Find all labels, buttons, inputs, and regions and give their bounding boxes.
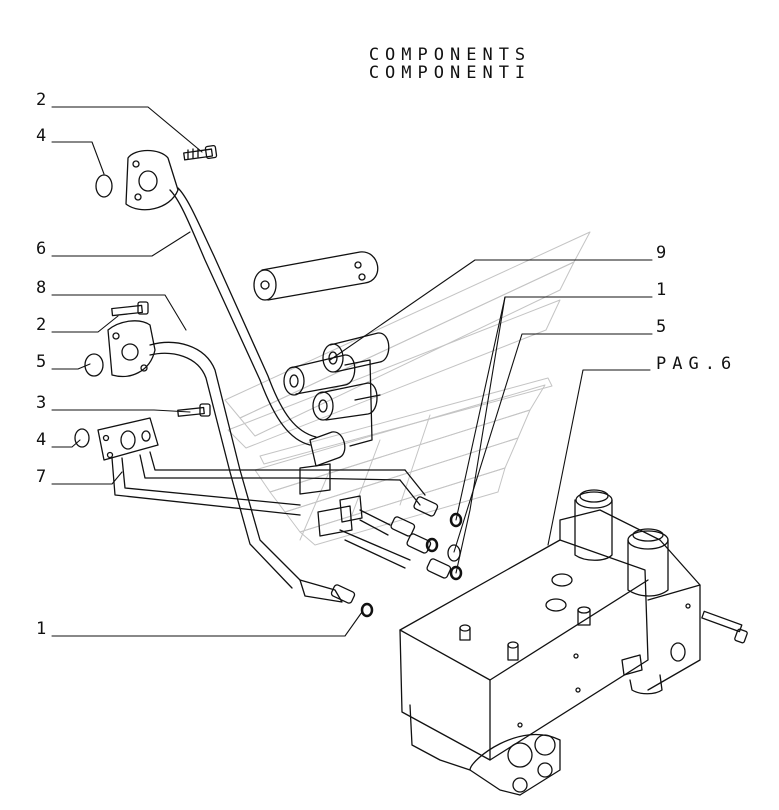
callout-8: 8 bbox=[36, 278, 47, 298]
watermark-logo bbox=[224, 231, 591, 546]
tube-part-8 bbox=[107, 320, 356, 604]
leader-6 bbox=[51, 231, 191, 257]
o-ring-part-4-mid bbox=[74, 428, 90, 448]
callout-page-reference: PAG.6 bbox=[656, 354, 738, 374]
leader-9 bbox=[329, 259, 653, 361]
flange-tube-part-7 bbox=[97, 417, 426, 569]
leader-lines bbox=[51, 106, 653, 637]
callout-5-left: 5 bbox=[36, 352, 47, 372]
callout-6: 6 bbox=[36, 239, 47, 259]
leader-1-right bbox=[455, 296, 653, 521]
leader-5-right bbox=[453, 333, 653, 553]
callout-2-mid: 2 bbox=[36, 315, 47, 335]
leader-7 bbox=[51, 471, 123, 485]
leader-3 bbox=[51, 409, 191, 413]
screw-part-2-mid bbox=[111, 301, 149, 317]
tee-fitting-upper bbox=[299, 431, 346, 495]
leader-4-mid bbox=[51, 439, 81, 448]
callout-1-bottom: 1 bbox=[36, 619, 47, 639]
callout-2-top: 2 bbox=[36, 90, 47, 110]
leader-2-mid bbox=[51, 315, 119, 333]
leader-4-top bbox=[51, 141, 105, 175]
leader-8 bbox=[51, 294, 187, 331]
o-ring-part-5-right bbox=[447, 544, 461, 562]
tee-fitting-lower bbox=[317, 495, 363, 537]
leader-1-bottom bbox=[51, 611, 363, 637]
page-subtitle: COMPONENTI bbox=[368, 63, 532, 83]
callout-5-right: 5 bbox=[656, 317, 667, 337]
callout-9: 9 bbox=[656, 243, 667, 263]
callout-4-top: 4 bbox=[36, 126, 47, 146]
page-title: COMPONENTS bbox=[368, 45, 532, 65]
callout-4-mid: 4 bbox=[36, 430, 47, 450]
sleeve-part-9 bbox=[253, 251, 379, 301]
leader-2-top bbox=[51, 106, 203, 153]
screw-part-3 bbox=[177, 403, 211, 417]
screw-part-2-top bbox=[183, 144, 218, 161]
pilot-valve-block bbox=[283, 332, 390, 447]
leader-5-left bbox=[51, 363, 91, 370]
callout-1-right: 1 bbox=[656, 280, 667, 300]
o-rings-part-1 bbox=[360, 512, 463, 618]
callout-3: 3 bbox=[36, 393, 47, 413]
callout-7: 7 bbox=[36, 467, 47, 487]
o-ring-part-5-left bbox=[84, 353, 104, 377]
control-valve-assembly bbox=[399, 489, 748, 796]
leader-pag bbox=[547, 369, 651, 546]
flange-tube-part-6 bbox=[125, 149, 317, 446]
o-ring-part-4-top bbox=[95, 174, 113, 198]
